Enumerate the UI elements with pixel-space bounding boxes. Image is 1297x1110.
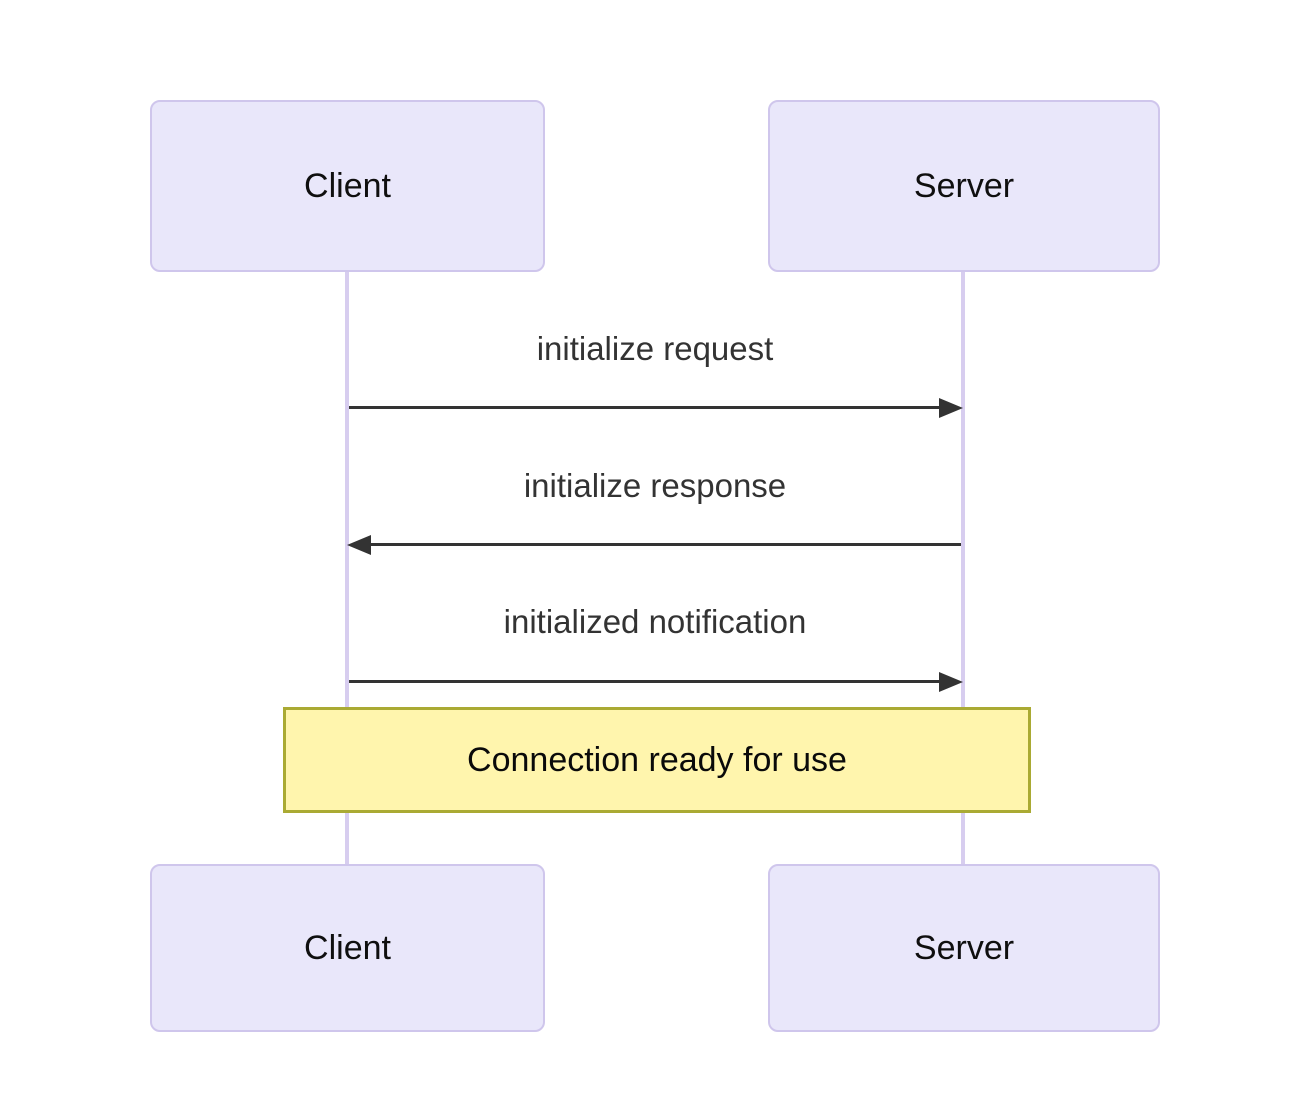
message-label-initialized-notification: initialized notification	[503, 603, 807, 640]
actor-box-client-top: Client	[150, 100, 545, 272]
actor-box-server-bottom: Server	[768, 864, 1160, 1032]
lifeline-server	[961, 270, 965, 866]
actor-box-client-bottom: Client	[150, 864, 545, 1032]
arrowhead-left-icon	[347, 535, 371, 555]
arrowhead-right-icon	[939, 672, 963, 692]
message-line-initialize-response	[369, 543, 961, 546]
actor-label-server-top: Server	[913, 166, 1015, 205]
note-connection-ready: Connection ready for use	[283, 707, 1031, 813]
message-label-initialize-response: initialize response	[523, 467, 787, 504]
actor-label-client-top: Client	[304, 166, 391, 205]
actor-label-client-bottom: Client	[304, 928, 391, 967]
message-line-initialize-request	[349, 406, 941, 409]
lifeline-client	[345, 270, 349, 866]
arrowhead-right-icon	[939, 398, 963, 418]
message-line-initialized-notification	[349, 680, 941, 683]
actor-box-server-top: Server	[768, 100, 1160, 272]
note-label: Connection ready for use	[467, 740, 847, 779]
message-label-initialize-request: initialize request	[536, 330, 774, 367]
actor-label-server-bottom: Server	[913, 928, 1015, 967]
